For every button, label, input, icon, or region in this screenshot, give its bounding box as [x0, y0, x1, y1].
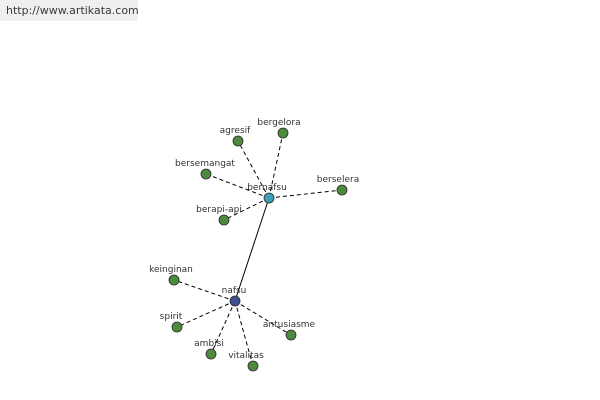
node-label-berselera[interactable]: berselera: [317, 175, 359, 185]
node-berselera[interactable]: [336, 184, 348, 196]
node-antusiasme[interactable]: [285, 329, 297, 341]
edge-bernafsu-berselera: [268, 189, 343, 199]
edge-nafsu-ambisi: [210, 300, 236, 355]
node-label-antusiasme[interactable]: antusiasme: [263, 320, 316, 330]
node-bergelora[interactable]: [277, 127, 289, 139]
node-nafsu[interactable]: [229, 295, 241, 307]
node-label-agresif[interactable]: agresif: [220, 126, 251, 136]
node-berapi-api[interactable]: [218, 214, 230, 226]
node-vitalitas[interactable]: [247, 360, 259, 372]
node-label-nafsu[interactable]: nafsu: [222, 286, 247, 296]
source-url-banner[interactable]: http://www.artikata.com: [0, 0, 139, 21]
edges-layer: [173, 132, 343, 367]
node-label-bersemangat[interactable]: bersemangat: [175, 159, 235, 169]
edge-bernafsu-bersemangat: [205, 173, 270, 199]
edge-nafsu-vitalitas: [234, 300, 254, 367]
node-label-ambisi[interactable]: ambisi: [194, 339, 224, 349]
edge-nafsu-antusiasme: [234, 300, 292, 336]
edge-nafsu-spirit: [176, 300, 236, 328]
edge-bernafsu-agresif: [237, 140, 270, 199]
node-agresif[interactable]: [232, 135, 244, 147]
node-ambisi[interactable]: [205, 348, 217, 360]
node-label-spirit[interactable]: spirit: [160, 312, 183, 322]
node-label-keinginan[interactable]: keinginan: [149, 265, 193, 275]
node-keinginan[interactable]: [168, 274, 180, 286]
source-url-text: http://www.artikata.com: [6, 4, 139, 17]
node-bernafsu[interactable]: [263, 192, 275, 204]
edge-nafsu-keinginan: [173, 279, 236, 302]
node-label-bernafsu[interactable]: bernafsu: [247, 183, 287, 193]
node-label-berapi-api[interactable]: berapi-api: [196, 205, 242, 215]
nodes-layer: [168, 127, 348, 372]
node-label-bergelora[interactable]: bergelora: [257, 118, 300, 128]
edge-nafsu-bernafsu: [234, 197, 270, 302]
node-label-vitalitas[interactable]: vitalitas: [228, 351, 264, 361]
edge-bernafsu-berapi-api: [223, 197, 270, 221]
node-spirit[interactable]: [171, 321, 183, 333]
labels-layer: nafsu bernafsu agresif bergelora bersemangat…: [149, 118, 359, 361]
node-bersemangat[interactable]: [200, 168, 212, 180]
